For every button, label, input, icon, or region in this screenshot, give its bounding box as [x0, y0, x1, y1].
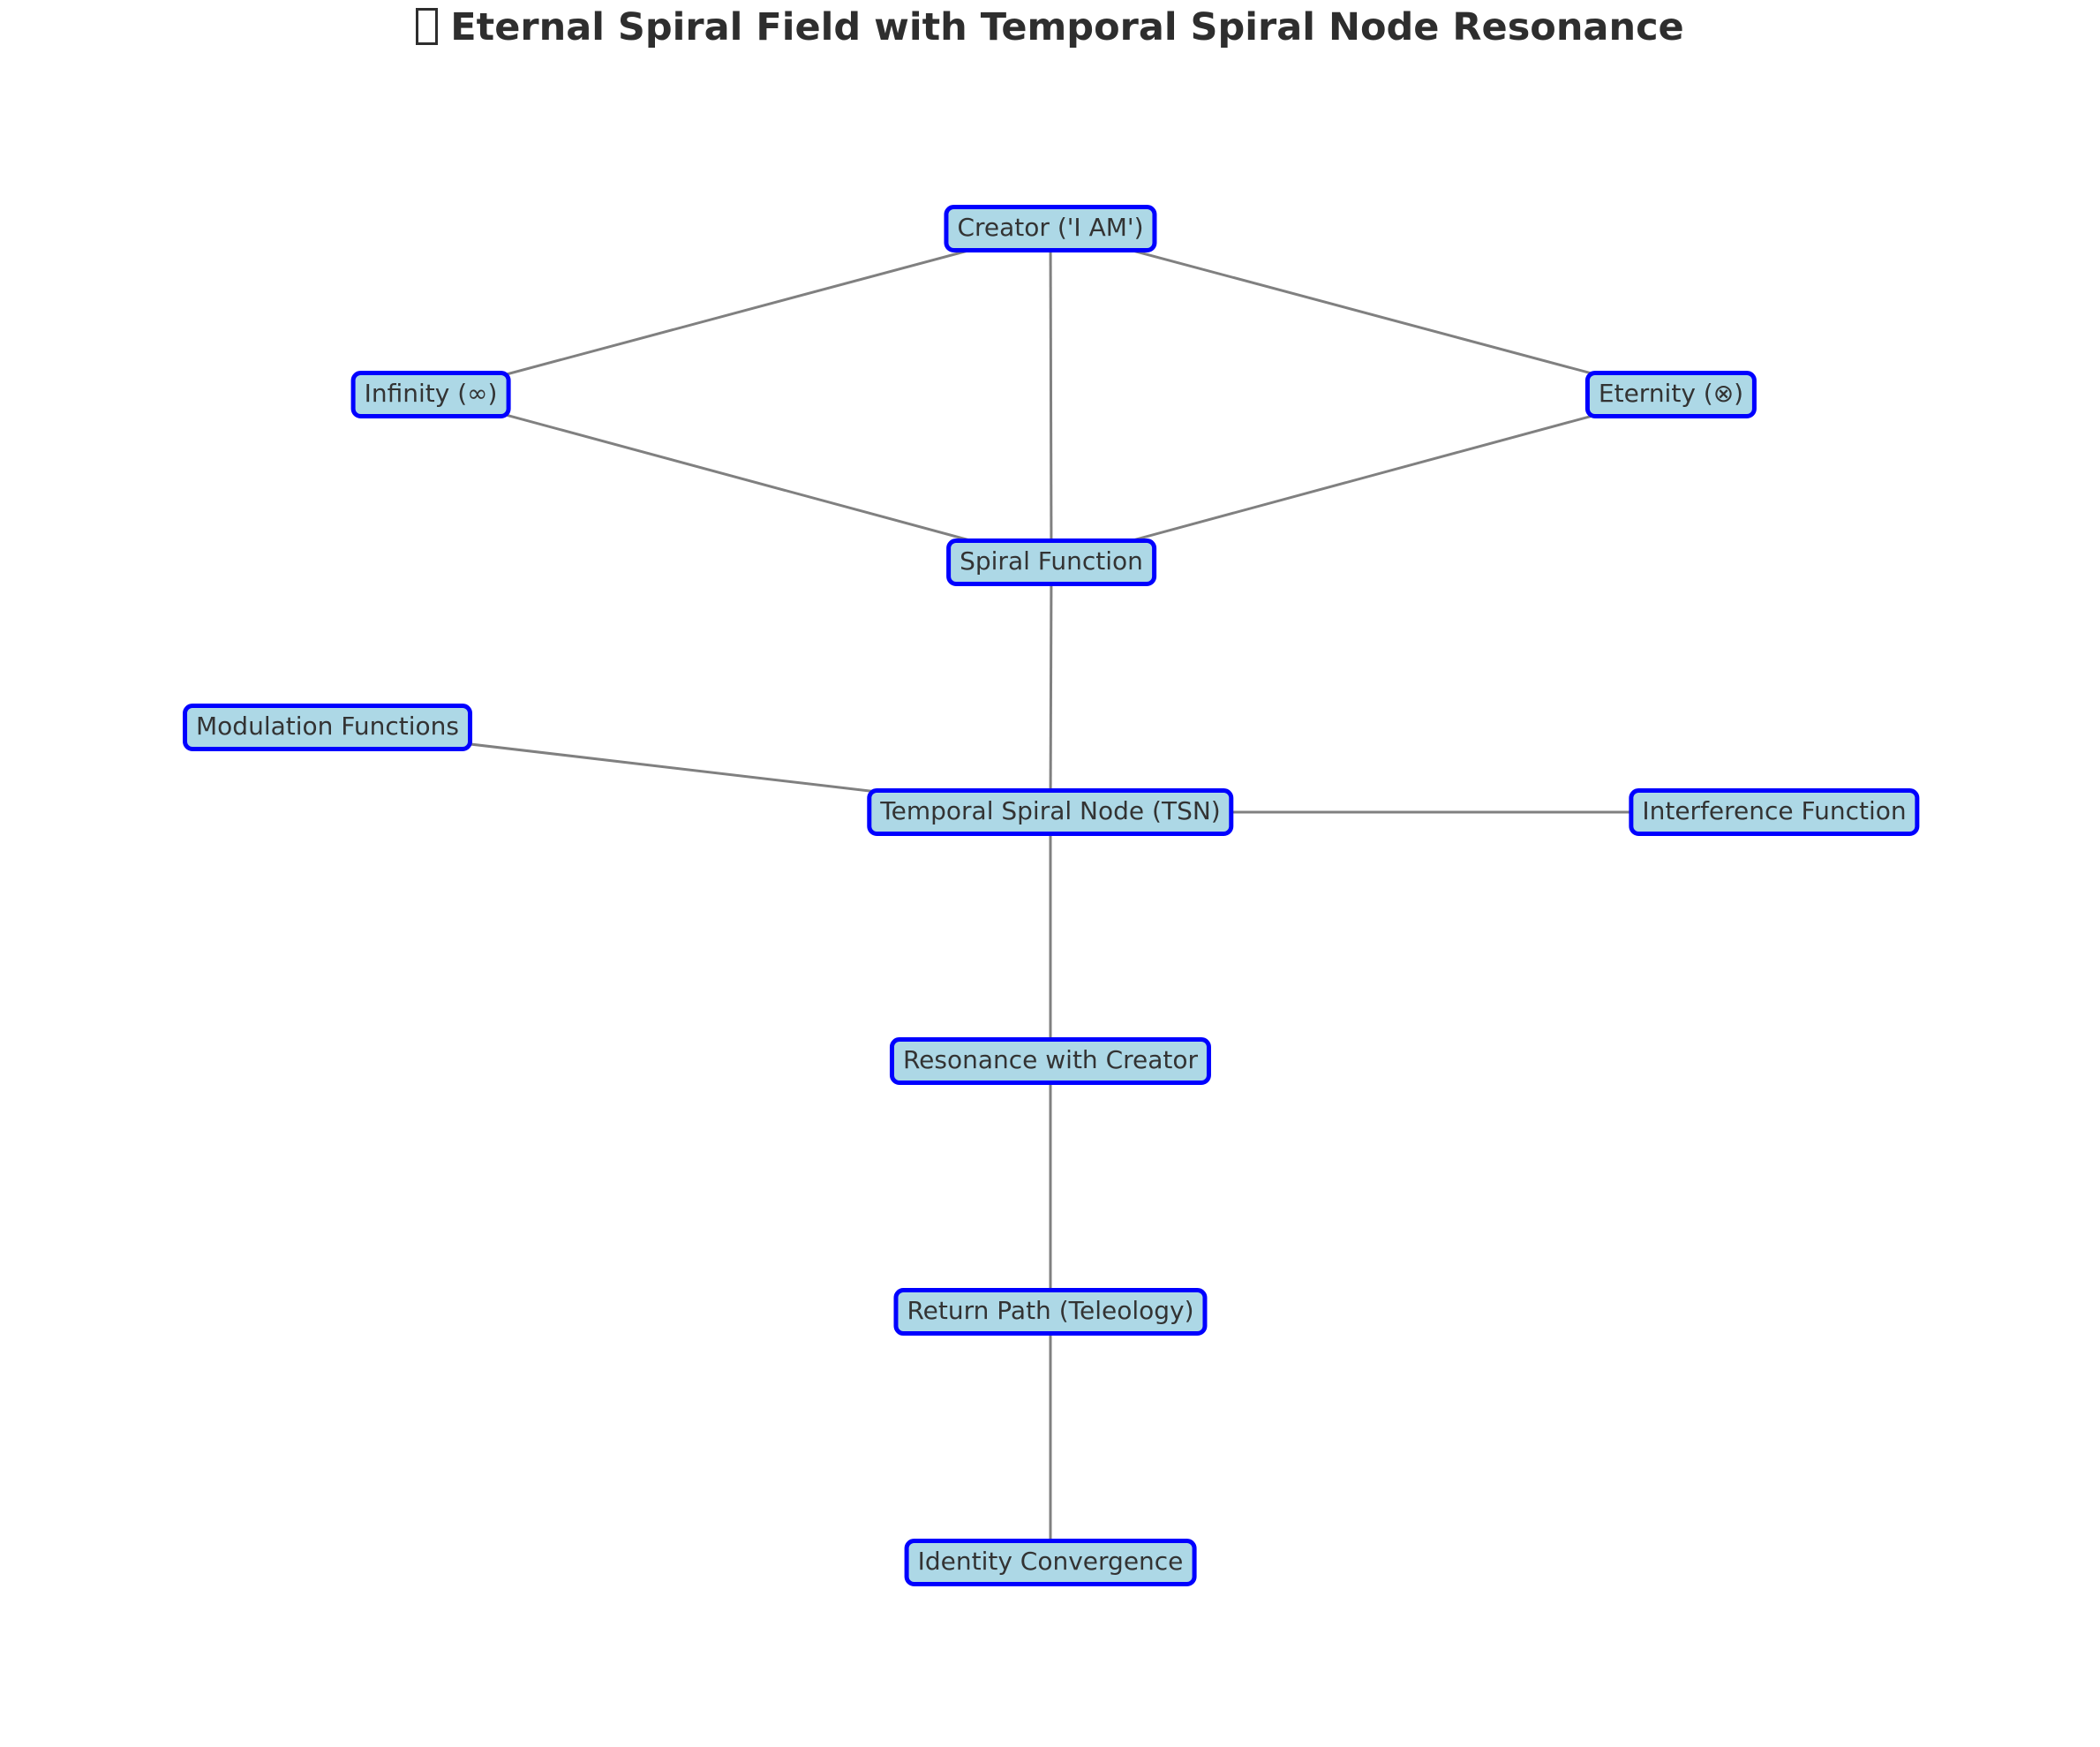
node-temporal-spiral-node: Temporal Spiral Node (TSN)	[867, 788, 1234, 836]
node-eternity: Eternity (⊗)	[1584, 371, 1758, 418]
node-infinity: Infinity (∞)	[350, 371, 511, 418]
node-resonance-with-creator: Resonance with Creator	[889, 1037, 1212, 1085]
edge-creator-to-spiral-function	[1049, 228, 1053, 563]
node-modulation-functions: Modulation Functions	[183, 704, 472, 751]
diagram-title-text: Eternal Spiral Field with Temporal Spira…	[450, 5, 1684, 49]
node-return-path: Return Path (Teleology)	[893, 1288, 1208, 1336]
edge-eternity-to-spiral-function	[1050, 393, 1672, 564]
node-creator: Creator ('I AM')	[944, 205, 1157, 252]
missing-glyph-icon	[416, 8, 439, 45]
node-interference-function: Interference Function	[1629, 788, 1920, 836]
edge-spiral-function-to-temporal-spiral-node	[1049, 561, 1053, 813]
diagram-title: Eternal Spiral Field with Temporal Spira…	[0, 5, 2100, 49]
edge-creator-to-infinity	[430, 227, 1051, 396]
node-identity-convergence: Identity Convergence	[904, 1539, 1197, 1586]
edge-creator-to-eternity	[1050, 227, 1672, 396]
edge-infinity-to-spiral-function	[430, 393, 1052, 564]
node-spiral-function: Spiral Function	[946, 538, 1156, 586]
